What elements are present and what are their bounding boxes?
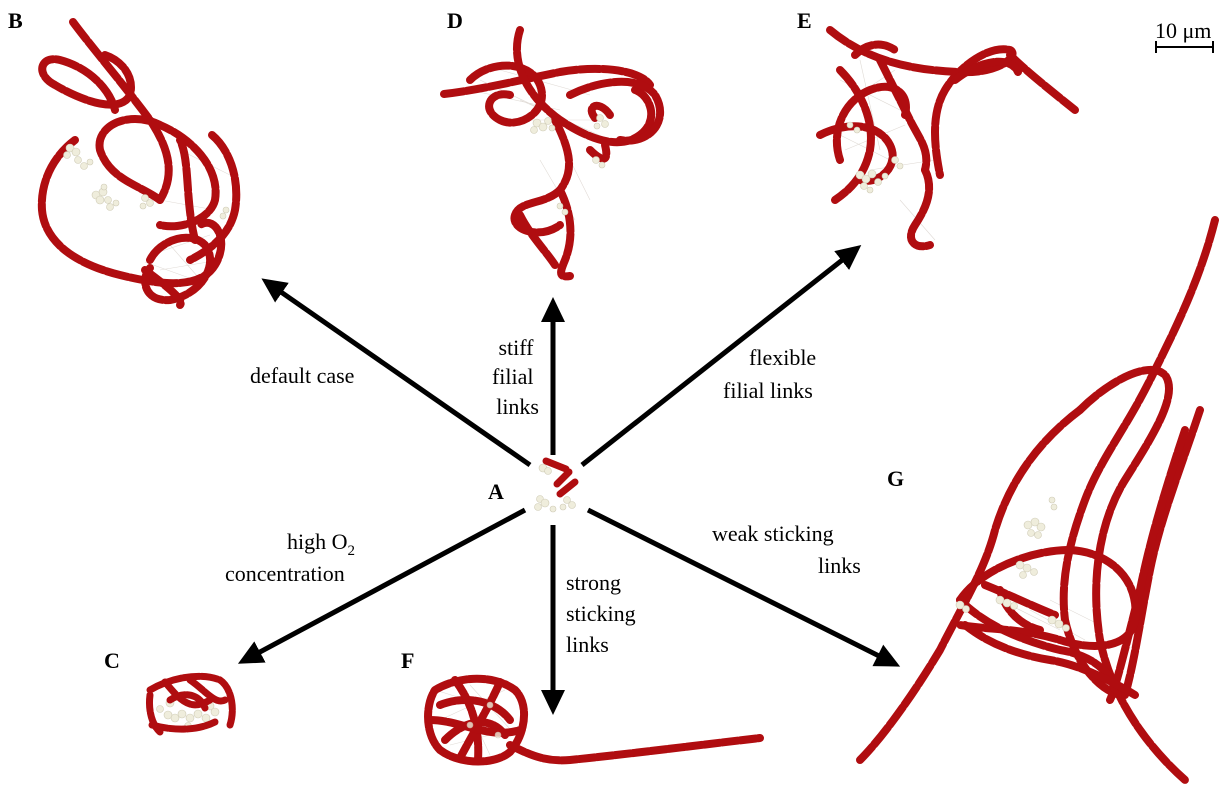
panel-label-g: G <box>887 466 904 491</box>
panel-label-f: F <box>401 648 414 673</box>
panel-label-b: B <box>8 8 23 33</box>
label-high-o2-concentration: high O2 concentration <box>225 529 361 586</box>
label-weak-sticking-links: weak sticking links <box>712 521 861 578</box>
label-stiff-filial-links: stiff filial links <box>492 335 539 419</box>
label-strong-sticking-links: strong sticking links <box>566 570 641 657</box>
panel-c-illustration <box>149 676 232 732</box>
panel-label-e: E <box>797 8 812 33</box>
panel-g-illustration <box>860 220 1215 780</box>
panel-label-c: C <box>104 648 120 673</box>
scale-bar: 10 μm <box>1155 18 1213 53</box>
panel-label-d: D <box>447 8 463 33</box>
panel-b-illustration <box>42 22 236 305</box>
panel-e-illustration <box>820 30 1075 246</box>
label-flexible-filial-links: flexible filial links <box>723 345 822 403</box>
panel-label-a: A <box>488 479 504 504</box>
label-default-case: default case <box>250 363 354 388</box>
panel-a-illustration <box>535 461 576 512</box>
scale-bar-label: 10 μm <box>1155 18 1211 43</box>
panel-d-illustration <box>444 30 660 276</box>
panel-f-illustration <box>428 679 760 762</box>
